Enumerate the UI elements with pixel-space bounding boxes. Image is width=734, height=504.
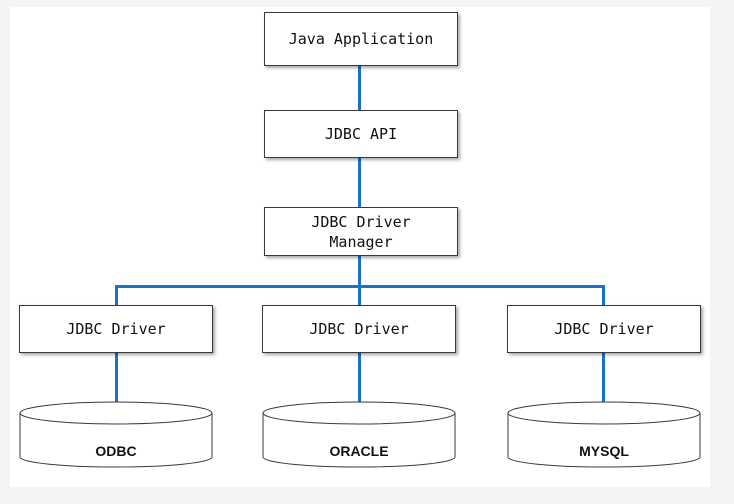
connector-bus-to-driver-1 xyxy=(115,285,118,307)
database-odbc: ODBC xyxy=(19,399,213,469)
database-label-oracle: ORACLE xyxy=(329,443,389,459)
jdbc-driver-box-2: JDBC Driver xyxy=(262,305,456,353)
connector-driver-1-to-db xyxy=(115,352,118,404)
database-label-odbc: ODBC xyxy=(95,443,137,459)
java-application-box: Java Application xyxy=(264,12,458,66)
jdbc-api-box: JDBC API xyxy=(264,110,458,158)
database-label-mysql: MYSQL xyxy=(579,443,629,459)
connector-manager-to-bus xyxy=(358,255,361,287)
database-oracle: ORACLE xyxy=(262,399,456,469)
jdbc-driver-box-1: JDBC Driver xyxy=(19,305,213,353)
connector-bus-to-driver-2 xyxy=(358,285,361,307)
connector-api-to-manager xyxy=(358,157,361,207)
jdbc-driver-manager-box: JDBC Driver Manager xyxy=(264,207,458,256)
database-cylinder-icon xyxy=(19,401,213,468)
diagram-canvas: Java Application JDBC API JDBC Driver Ma… xyxy=(10,7,710,487)
database-mysql: MYSQL xyxy=(507,399,701,469)
connector-bus-to-driver-3 xyxy=(602,285,605,307)
jdbc-driver-box-3: JDBC Driver xyxy=(507,305,701,353)
connector-driver-2-to-db xyxy=(358,352,361,404)
connector-driver-3-to-db xyxy=(602,352,605,404)
database-cylinder-icon xyxy=(262,401,456,468)
database-cylinder-icon xyxy=(507,401,701,468)
connector-app-to-api xyxy=(358,65,361,112)
